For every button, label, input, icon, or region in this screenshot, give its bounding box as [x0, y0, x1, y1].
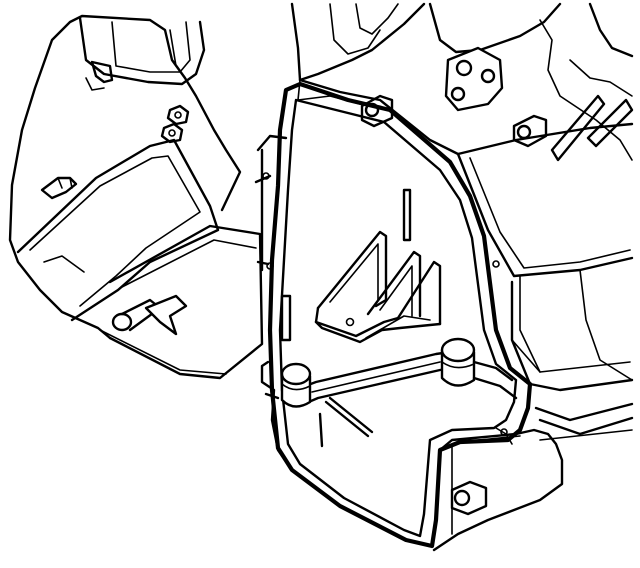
internal-slot-1	[402, 188, 412, 242]
connector-clip	[90, 60, 114, 84]
upper-machinery-outline	[290, 2, 426, 82]
flange-screw-top	[262, 172, 270, 180]
housing-bottom-lip	[528, 378, 634, 436]
cross-beam	[298, 350, 454, 406]
case-front-flange	[260, 360, 294, 472]
flange-screw-mid	[266, 262, 274, 270]
bracket-hole	[345, 317, 355, 327]
post-right	[440, 337, 518, 400]
diagonal-rod	[324, 396, 374, 438]
side-slot-lower	[586, 98, 634, 148]
housing-right-face	[456, 152, 634, 278]
hex-nut-lower	[160, 122, 184, 144]
triangle-bracket	[314, 230, 442, 344]
vertical-rod	[318, 412, 324, 448]
post-left	[280, 362, 312, 408]
pointed-tab	[144, 294, 188, 336]
housing-top-surface	[298, 78, 634, 156]
case-gasket-inner	[278, 98, 518, 538]
pin-boss	[111, 312, 133, 332]
internal-elements	[280, 188, 518, 448]
hex-nut-upper	[166, 104, 190, 126]
upper-box	[78, 16, 206, 86]
bracket-bolt-3	[480, 68, 496, 84]
bracket-bolt-2	[450, 86, 466, 102]
case-flange-left	[254, 134, 288, 272]
main-housing	[254, 2, 634, 552]
internal-slot-2	[280, 294, 292, 342]
side-slot-upper	[550, 94, 606, 162]
gasket-screw-right	[492, 260, 500, 268]
bracket-bolt-1	[455, 59, 473, 77]
duct-flap	[16, 138, 220, 322]
left-duct-outline	[8, 14, 242, 340]
lower-duct-channel	[108, 224, 264, 380]
ledge-screw	[500, 428, 508, 436]
left-duct-assembly	[8, 14, 264, 380]
